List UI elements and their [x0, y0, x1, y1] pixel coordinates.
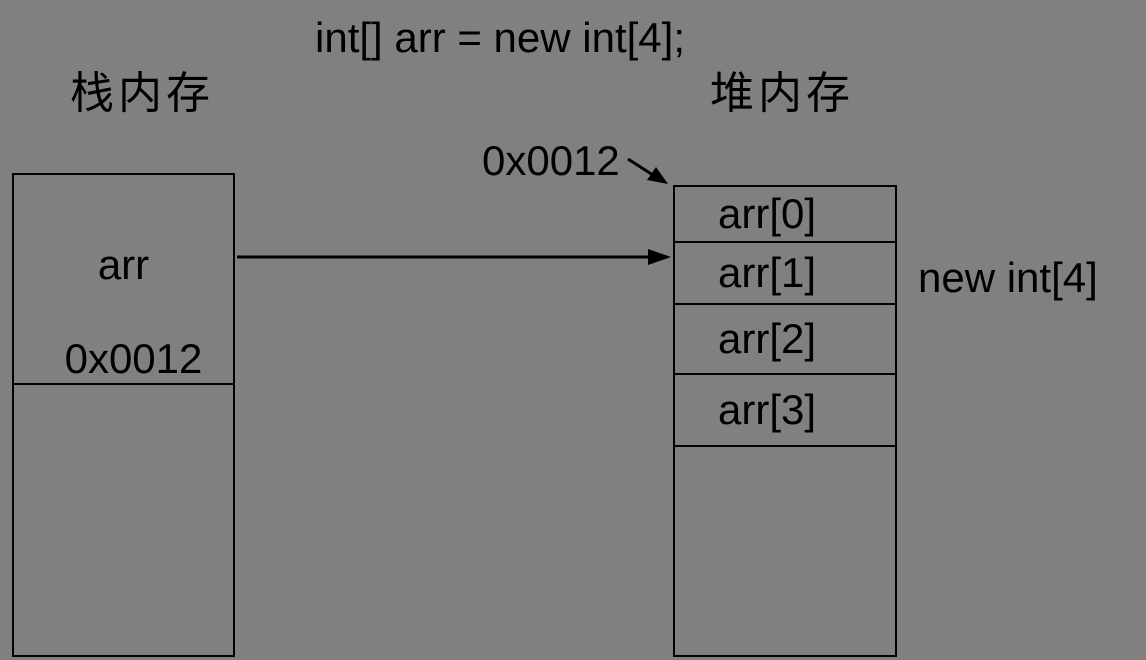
heap-array-cell: arr[0] — [675, 187, 895, 243]
heap-box: arr[0] arr[1] arr[2] arr[3] — [673, 185, 897, 657]
stack-variable-name: arr — [97, 241, 150, 288]
heap-memory-label: 堆内存 — [710, 69, 854, 118]
heap-array-cell: arr[1] — [675, 243, 895, 305]
heap-address-label: 0x0012 — [482, 137, 620, 184]
stack-to-heap-arrow-icon — [237, 249, 671, 265]
stack-box: arr 0x0012 — [12, 173, 235, 657]
heap-array-cell: arr[3] — [675, 375, 895, 447]
code-statement: int[] arr = new int[4]; — [315, 14, 686, 61]
stack-memory-label: 栈内存 — [70, 69, 214, 118]
stack-variable-address: 0x0012 — [64, 335, 203, 382]
address-to-heap-arrow-icon — [627, 157, 668, 184]
heap-array-cell: arr[2] — [675, 305, 895, 375]
stack-frame-divider — [14, 383, 233, 385]
heap-annotation: new int[4] — [918, 254, 1098, 301]
